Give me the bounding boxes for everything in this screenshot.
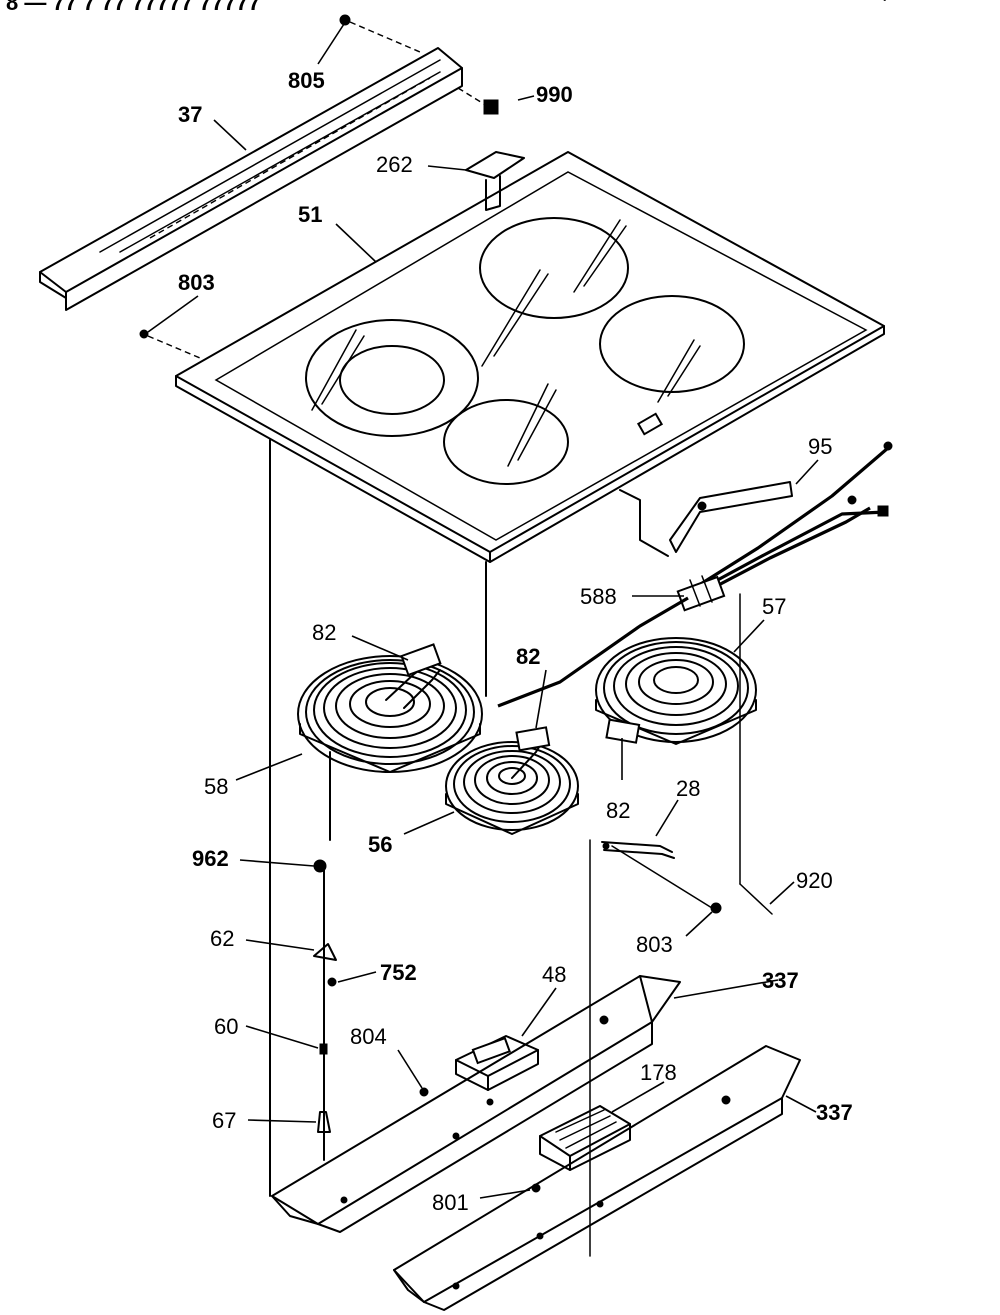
- label-752: 752: [380, 960, 417, 985]
- screw-803-upper: [139, 329, 149, 339]
- wiring-harness: [687, 441, 893, 602]
- bracket-arm-28: [601, 841, 713, 909]
- label-28: 28: [676, 776, 700, 801]
- label-178: 178: [640, 1060, 677, 1085]
- label-803-lower: 803: [636, 932, 673, 957]
- lower-channel-337: [393, 1045, 801, 1311]
- header-mark: ’: [882, 0, 888, 15]
- label-48: 48: [542, 962, 566, 987]
- label-262: 262: [376, 152, 413, 177]
- label-962: 962: [192, 846, 229, 871]
- screw-804: [419, 1087, 429, 1097]
- label-337-lower: 337: [816, 1100, 853, 1125]
- label-62: 62: [210, 926, 234, 951]
- lead-wire-front: [497, 596, 689, 708]
- label-67: 67: [212, 1108, 236, 1133]
- rod-920: [739, 883, 773, 915]
- label-57: 57: [762, 594, 786, 619]
- label-56: 56: [368, 832, 392, 857]
- switch-48: [455, 1035, 539, 1091]
- label-990: 990: [536, 82, 573, 107]
- label-82-left: 82: [312, 620, 336, 645]
- small-element-56: [445, 726, 579, 835]
- leader-lines: [147, 23, 819, 1199]
- glass-cooktop: [175, 151, 885, 563]
- screw-803-lower: [710, 902, 722, 914]
- clip-990: [457, 87, 499, 115]
- label-337-front: 337: [762, 968, 799, 993]
- front-channel-337: [271, 975, 681, 1233]
- label-804: 804: [350, 1024, 387, 1049]
- header-fragment: 8 — 77 7 77 77777 77777: [6, 0, 260, 15]
- large-element-58: [297, 643, 483, 773]
- label-588: 588: [580, 584, 617, 609]
- label-95: 95: [808, 434, 832, 459]
- label-920: 920: [796, 868, 833, 893]
- rear-trim-rail: [39, 47, 463, 311]
- screw-803-upper-path: [147, 335, 201, 359]
- label-60: 60: [214, 1014, 238, 1039]
- label-801: 801: [432, 1190, 469, 1215]
- label-805: 805: [288, 68, 325, 93]
- label-58: 58: [204, 774, 228, 799]
- screw-805: [339, 14, 421, 53]
- label-37: 37: [178, 102, 202, 127]
- label-82-right: 82: [606, 798, 630, 823]
- left-rod-stack: [313, 751, 337, 1161]
- block-178: [539, 1105, 631, 1171]
- label-51: 51: [298, 202, 322, 227]
- wiring-bracket: [619, 481, 793, 557]
- label-82-center: 82: [516, 644, 540, 669]
- label-803-top: 803: [178, 270, 215, 295]
- terminal-block-588: [676, 575, 726, 612]
- element-57: [595, 637, 757, 745]
